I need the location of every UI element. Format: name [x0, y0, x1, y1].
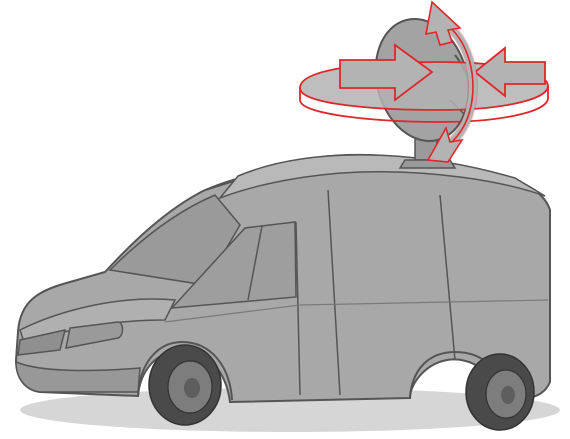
rear-wheel	[466, 354, 534, 430]
van-body	[16, 155, 550, 402]
front-wheel	[149, 345, 221, 425]
